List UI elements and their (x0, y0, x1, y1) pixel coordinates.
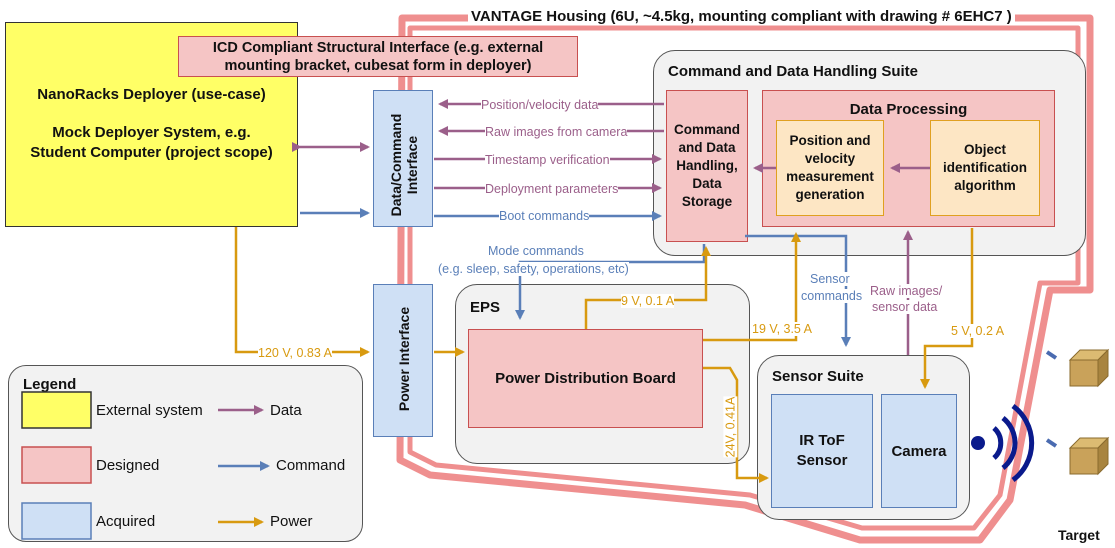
legend-swatch-designed (21, 446, 92, 484)
flow-position-velocity: Position/velocity data (481, 98, 599, 112)
sensor-commands-arrow (745, 234, 851, 347)
legend-power-label: Power (270, 513, 313, 530)
power-5v-arrow (920, 228, 974, 389)
legend-swatch-external (21, 391, 92, 429)
power-120v-arrow (234, 227, 370, 357)
flow-raw-sensor-2: sensor data (872, 300, 938, 314)
deployer-line1: NanoRacks Deployer (use-case) (37, 86, 266, 103)
ir-tof-sensor-box: IR ToF Sensor (771, 394, 873, 508)
power-24v-arrow (703, 366, 769, 483)
camera-box: Camera (881, 394, 957, 508)
legend-title: Legend (23, 376, 77, 393)
deployer-line2: Mock Deployer System, e.g. Student Compu… (30, 124, 273, 161)
sensor-suite-title: Sensor Suite (772, 368, 864, 385)
flow-5v: 5 V, 0.2 A (951, 324, 1005, 338)
flow-19v: 19 V, 3.5 A (752, 322, 813, 336)
target-package-icon-2 (1045, 436, 1110, 476)
flow-mode-commands-1: Mode commands (488, 244, 584, 258)
cdh-storage-box: Command and Data Handling, Data Storage (666, 90, 748, 242)
target-package-icon-1 (1045, 348, 1110, 388)
flow-raw-sensor-1: Raw images/ (870, 284, 943, 298)
power-distribution-board: Power Distribution Board (468, 329, 703, 428)
object-identification-box: Object identification algorithm (930, 120, 1040, 216)
legend-external-label: External system (96, 402, 203, 419)
flow-sensor-commands-2: commands (801, 289, 863, 303)
target-label: Target (1058, 527, 1100, 543)
data-command-interface: Data/Command Interface (373, 90, 433, 227)
flow-raw-images: Raw images from camera (485, 125, 628, 139)
legend-designed-label: Designed (96, 457, 160, 474)
data-processing-title: Data Processing (849, 101, 968, 118)
icd-interface-box: ICD Compliant Structural Interface (e.g.… (178, 36, 578, 77)
flow-mode-commands-2: (e.g. sleep, safety, operations, etc) (438, 262, 629, 276)
housing-label: VANTAGE Housing (6U, ~4.5kg, mounting co… (468, 9, 1015, 24)
power-19v-arrow (703, 232, 801, 342)
position-velocity-box: Position and velocity measurement genera… (776, 120, 884, 216)
legend-data-label: Data (270, 402, 302, 419)
flow-sensor-commands-1: Sensor (810, 272, 850, 286)
flow-deployment-params: Deployment parameters (485, 182, 619, 196)
flow-boot-commands: Boot commands (499, 209, 590, 223)
flow-24v: 24V, 0.41A (723, 396, 738, 458)
legend-swatch-acquired (21, 502, 92, 540)
flow-timestamp: Timestamp verification (485, 153, 610, 167)
wireless-icon (971, 403, 1035, 483)
cdh-suite-title: Command and Data Handling Suite (668, 63, 919, 80)
power-interface: Power Interface (373, 284, 433, 437)
eps-title: EPS (470, 299, 501, 316)
flow-9v: 9 V, 0.1 A (621, 294, 675, 308)
legend-command-label: Command (276, 457, 346, 474)
flow-120v: 120 V, 0.83 A (258, 346, 332, 360)
legend-acquired-label: Acquired (96, 513, 156, 530)
power-9v-arrow (584, 246, 711, 329)
